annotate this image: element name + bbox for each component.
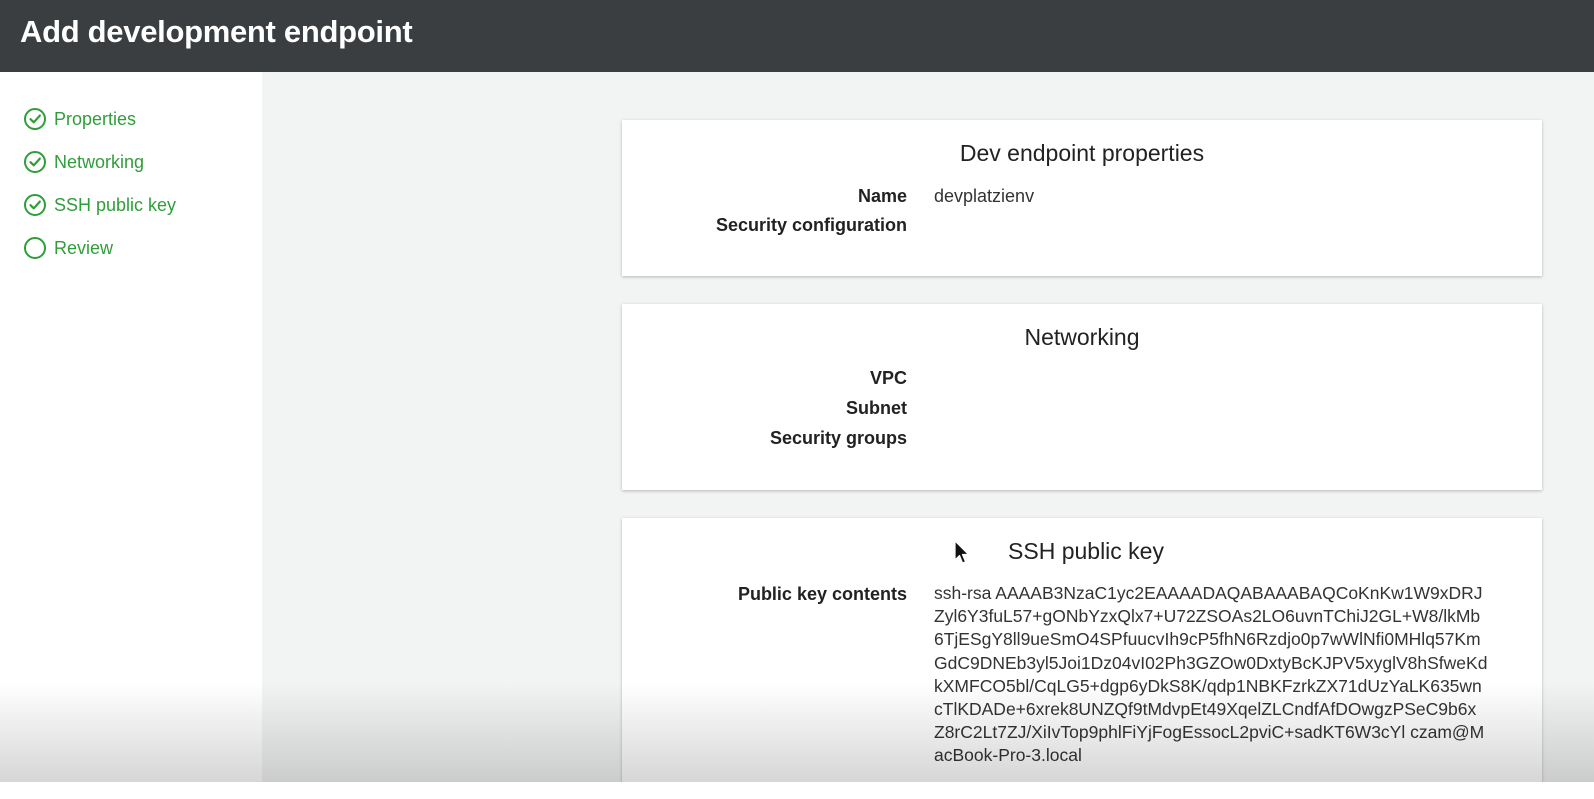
name-label: Name	[857, 186, 907, 206]
check-circle-icon	[24, 108, 46, 130]
public-key-contents-label: Public key contents	[737, 584, 907, 604]
check-circle-icon	[24, 151, 46, 173]
ssh-key-title: SSH public key	[1008, 538, 1164, 564]
step-label: SSH public key	[54, 194, 177, 215]
key-line: GdC9DNEb3yl5Joi1Dz04vI02Ph3GZOw0DxtyBcKJ…	[934, 652, 1488, 673]
public-key-contents-value: ssh-rsa AAAAB3NzaC1yc2EAAAADAQABAAABAQCo…	[934, 582, 1524, 768]
key-line: cTlKDADe+6xrek8UNZQf9tMdvpEt49XqelZLCndf…	[934, 699, 1477, 720]
step-networking[interactable]: Networking	[24, 149, 144, 175]
step-properties[interactable]: Properties	[24, 106, 136, 132]
check-circle-icon	[24, 194, 46, 216]
properties-panel: Dev endpoint properties Name devplatzien…	[622, 120, 1542, 276]
name-value: devplatzienv	[934, 186, 1035, 206]
step-label: Review	[54, 237, 114, 258]
empty-circle-icon	[24, 237, 46, 259]
bottom-strip	[0, 782, 1594, 799]
networking-panel: Networking VPC Subnet Security groups	[622, 304, 1542, 490]
mouse-pointer-icon	[954, 540, 970, 564]
header-bar: Add development endpoint	[0, 0, 1594, 72]
vpc-label: VPC	[869, 368, 907, 388]
subnet-label: Subnet	[846, 398, 907, 418]
security-groups-label: Security groups	[769, 428, 907, 448]
key-line: kXMFCO5bl/CqLG5+dgp6yDkS8K/qdp1NBKFzrkZX…	[934, 675, 1482, 696]
security-configuration-label: Security configuration	[715, 215, 907, 235]
ssh-key-panel: SSH public key Public key contents ssh-r…	[622, 518, 1542, 799]
key-line: ssh-rsa AAAAB3NzaC1yc2EAAAADAQABAAABAQCo…	[934, 583, 1483, 603]
step-review[interactable]: Review	[24, 235, 113, 261]
step-label: Properties	[54, 108, 137, 129]
step-ssh-public-key[interactable]: SSH public key	[24, 192, 176, 218]
key-line: 6TjESgY8ll9ueSmO4SPfuucvIh9cP5fhN6Rzdjo0…	[934, 629, 1481, 650]
properties-title: Dev endpoint properties	[959, 140, 1205, 166]
wizard-steps-sidebar: Properties Networking SSH public key Rev…	[0, 72, 262, 799]
key-line: acBook-Pro-3.local	[934, 745, 1082, 766]
page-title: Add development endpoint	[20, 14, 413, 49]
key-line: Z8rC2Lt7ZJ/XiIvTop9phlFiYjFogEssocL2pviC…	[934, 722, 1485, 743]
key-line: Zyl6Y3fuL57+gONbYzxQlx7+U72ZSOAs2LO6uvnT…	[934, 606, 1481, 627]
main-content: Dev endpoint properties Name devplatzien…	[262, 72, 1594, 799]
step-label: Networking	[54, 151, 145, 172]
networking-title: Networking	[1024, 324, 1140, 350]
